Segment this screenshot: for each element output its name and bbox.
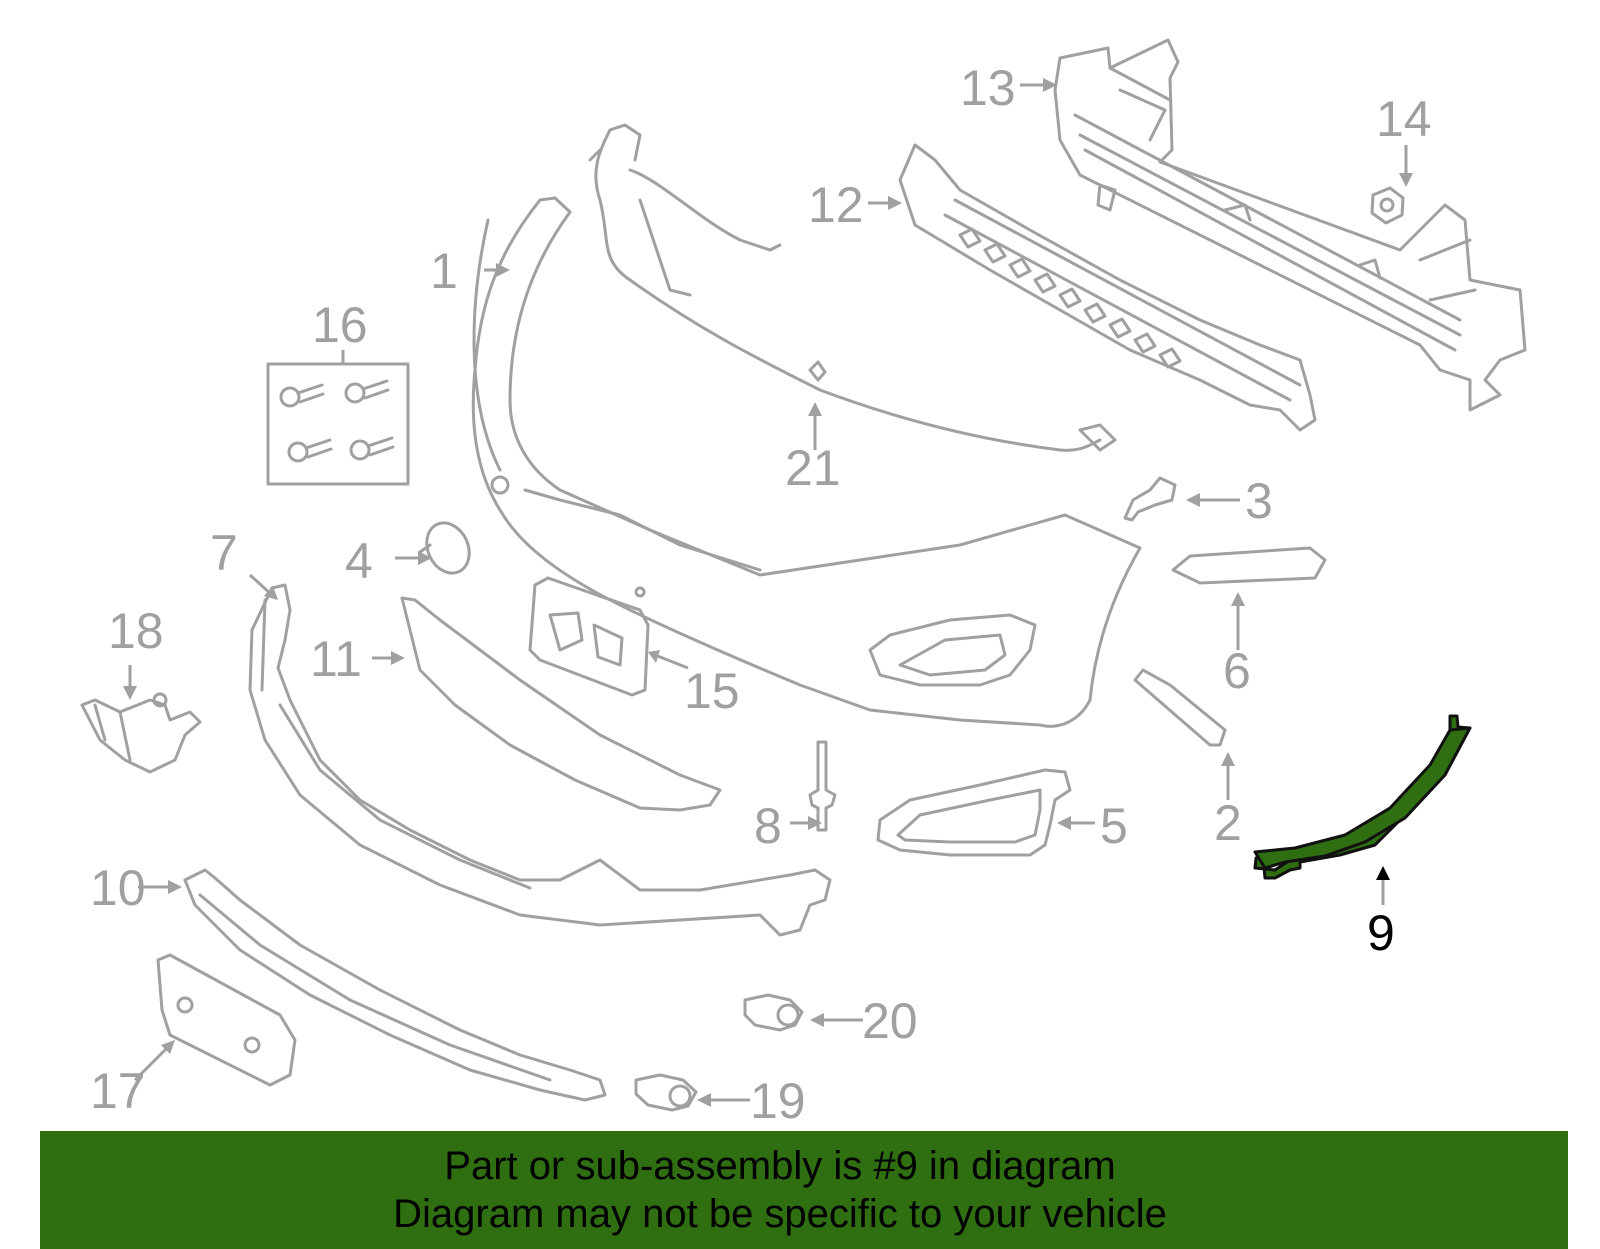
leader-lines	[123, 78, 1413, 1107]
part-13-reinforcement	[1053, 38, 1527, 412]
part-1-bumper-cover	[471, 196, 1142, 728]
part-4-tow-cap	[418, 521, 471, 575]
part-15-license-bracket	[528, 576, 650, 697]
callout-3: 3	[1245, 473, 1273, 529]
part-10-deflector	[183, 868, 607, 1102]
callout-20: 20	[862, 993, 918, 1049]
callout-4: 4	[345, 533, 373, 589]
part-16-bolt-kit	[266, 362, 410, 486]
callout-14: 14	[1376, 91, 1432, 147]
part-11-grille	[400, 596, 722, 812]
part-2-bracket	[1133, 668, 1227, 747]
part-6-bracket	[1171, 546, 1327, 585]
callout-6: 6	[1223, 643, 1251, 699]
callout-labels: 1 2 3 4 5 6 7 8 9 10 11 12 13 14 15 16 1…	[90, 60, 1432, 1129]
part-9-highlighted	[1253, 714, 1472, 880]
callout-17: 17	[90, 1063, 146, 1119]
callout-15: 15	[684, 663, 740, 719]
callout-10: 10	[90, 860, 146, 916]
callout-16: 16	[312, 297, 368, 353]
callout-2: 2	[1214, 795, 1242, 851]
callout-18: 18	[108, 603, 164, 659]
callout-5: 5	[1100, 798, 1128, 854]
part-14-nut	[1370, 186, 1405, 225]
part-5-fog-bezel	[876, 768, 1072, 857]
callout-21: 21	[785, 440, 841, 496]
part-19-sensor	[634, 1073, 698, 1112]
part-3-clip	[1123, 476, 1177, 522]
callout-19: 19	[750, 1073, 806, 1129]
info-banner: Part or sub-assembly is #9 in diagram Di…	[40, 1131, 1568, 1249]
part-18-bracket	[80, 692, 202, 774]
callout-8: 8	[754, 798, 782, 854]
part-12-absorber	[898, 143, 1317, 432]
part-21-wiring-harness	[588, 123, 1117, 452]
part-20-sensor	[743, 993, 804, 1032]
banner-disclaimer: Diagram may not be specific to your vehi…	[393, 1192, 1167, 1236]
callout-11: 11	[310, 631, 362, 687]
part-7-lower-cover	[248, 583, 832, 937]
banner-part-note: Part or sub-assembly is #9 in diagram	[444, 1144, 1116, 1188]
part-8-push-pin	[808, 740, 837, 832]
part-17-bracket	[156, 953, 297, 1087]
callout-13: 13	[960, 60, 1016, 116]
callout-9: 9	[1367, 905, 1395, 961]
callout-1: 1	[430, 243, 458, 299]
callout-12: 12	[808, 177, 864, 233]
callout-7: 7	[210, 525, 238, 581]
